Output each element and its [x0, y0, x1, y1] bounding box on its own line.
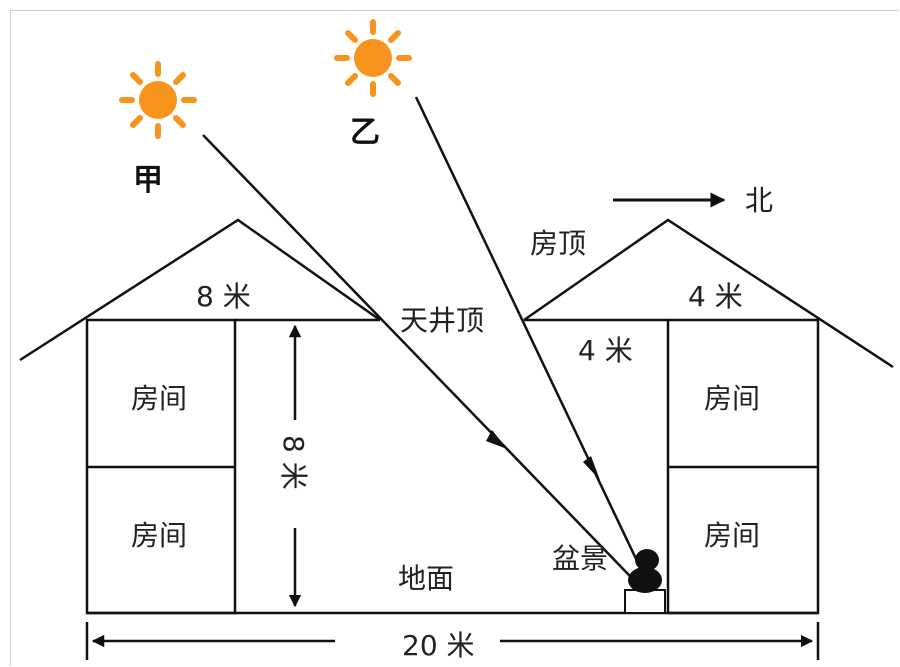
room-bottom-right: 房间: [704, 519, 760, 552]
room-top-left: 房间: [131, 382, 187, 415]
sun-jia-ray: [202, 134, 659, 606]
width-label: 20 米: [402, 629, 475, 662]
height-label: 8 米: [277, 435, 310, 490]
left-roof: [19, 218, 381, 362]
patio-top-label: 天井顶: [400, 304, 484, 337]
bonsai-label: 盆景: [552, 542, 608, 575]
image-frame: [10, 10, 899, 666]
sun-yi-ray: [414, 96, 660, 606]
eave-right-label: 4 米: [688, 280, 743, 313]
north-label: 北: [745, 184, 773, 217]
sun-yi-label: 乙: [350, 115, 380, 150]
roof-label: 房顶: [530, 227, 586, 260]
sun-icon: [334, 19, 412, 97]
ground-label: 地面: [398, 562, 454, 595]
eave-left-label: 8 米: [196, 280, 251, 313]
patio-width-label: 4 米: [578, 334, 633, 367]
sun-yi-ray-arrow: [583, 456, 600, 480]
sun-jia-label: 甲: [133, 163, 163, 198]
right-roof: [523, 218, 894, 369]
room-bottom-left: 房间: [131, 519, 187, 552]
sun-icon: [119, 61, 197, 139]
sun-jia-ray-arrow: [486, 430, 507, 449]
potted-plant-icon: [624, 549, 666, 614]
room-top-right: 房间: [704, 382, 760, 415]
